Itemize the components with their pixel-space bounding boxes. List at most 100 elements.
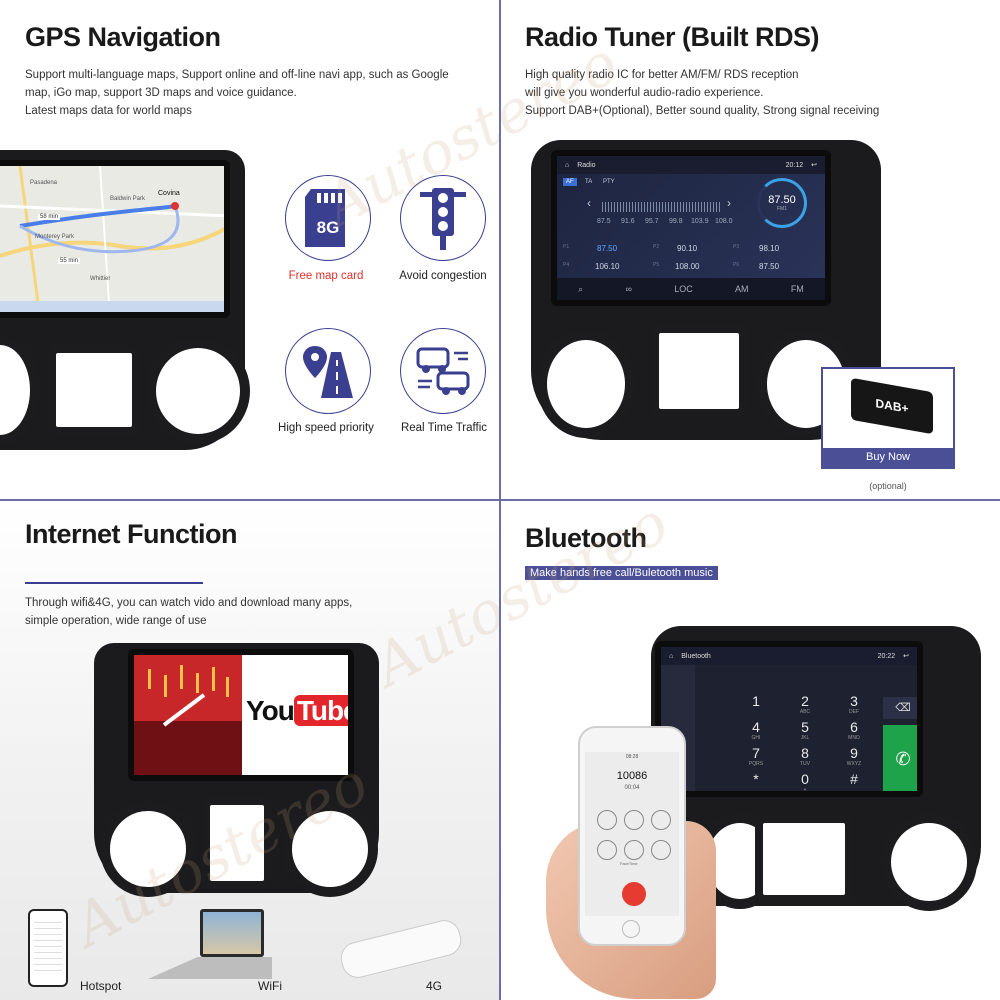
call-timer: 00:04: [624, 785, 640, 791]
scale-tick: 103.9: [691, 218, 709, 225]
tab-ta[interactable]: TA: [585, 179, 593, 185]
preset-freq[interactable]: 98.10: [759, 244, 780, 253]
tab-pty[interactable]: PTY: [603, 179, 615, 185]
add-call-button[interactable]: [597, 840, 617, 860]
gps-description: Support multi-language maps, Support onl…: [25, 66, 449, 120]
loc-button[interactable]: LOC: [674, 284, 693, 294]
preset-id: P6: [733, 262, 740, 268]
preset-freq[interactable]: 90.10: [677, 244, 698, 253]
map-screen[interactable]: Covina 58 min 55 min Pasadena Baldwin Pa…: [0, 160, 230, 318]
key-letters: JKL: [800, 735, 810, 741]
back-icon[interactable]: ↩: [903, 653, 909, 660]
center-console-slot: [755, 815, 853, 903]
phone-clock: 08:28: [625, 754, 639, 760]
buy-now-button[interactable]: Buy Now: [823, 448, 953, 467]
next-station-icon[interactable]: ›: [727, 196, 731, 210]
preset-freq[interactable]: 108.00: [675, 262, 700, 271]
fm-button[interactable]: FM: [790, 284, 804, 294]
preset-freq[interactable]: 87.50: [597, 244, 618, 253]
key-digit: 8: [801, 745, 809, 761]
bluetooth-badge: Make hands free call/Buletooth music: [525, 566, 718, 580]
home-icon[interactable]: ⌂: [565, 161, 570, 169]
feature-free-map-card: 8G: [285, 175, 371, 261]
speaker-button[interactable]: [651, 810, 671, 830]
title-underline: [25, 582, 203, 584]
keypad-key[interactable]: 1: [741, 693, 771, 709]
dab-product-box[interactable]: DAB+ Buy Now: [821, 367, 955, 469]
stereo-icon[interactable]: ∞: [625, 284, 632, 294]
phone-number-display: 10086: [616, 770, 648, 782]
radio-screen[interactable]: ⌂ Radio 20:12 ↩ AF TA PTY ‹ › 87.5 91.6 …: [551, 150, 831, 306]
youtube-you: You: [246, 695, 295, 726]
facetime-button[interactable]: [624, 840, 644, 860]
keypad-key[interactable]: 0+: [790, 771, 820, 791]
cake-video-thumbnail[interactable]: [134, 655, 242, 775]
preset-freq[interactable]: 106.10: [595, 262, 620, 271]
key-digit: 6: [850, 719, 858, 735]
radio-screen-title: Radio: [577, 161, 596, 169]
home-icon[interactable]: ⌂: [669, 652, 674, 660]
backspace-icon: ⌫: [895, 702, 911, 714]
bluetooth-panel: Bluetooth Make hands free call/Buletooth…: [501, 501, 1000, 1000]
bt-screen-title: Bluetooth: [681, 652, 711, 660]
air-vent-right: [881, 813, 977, 911]
radio-desc-line: will give you wonderful audio-radio expe…: [525, 87, 764, 99]
keypad-key[interactable]: #: [839, 771, 869, 787]
call-button[interactable]: ✆: [883, 725, 917, 791]
map-graphic: [0, 166, 224, 312]
end-call-button[interactable]: [622, 882, 646, 906]
scale-tick: 108.0: [715, 218, 733, 225]
dab-device: DAB+: [851, 377, 933, 435]
preset-freq[interactable]: 87.50: [759, 262, 780, 271]
contacts-button[interactable]: [651, 840, 671, 860]
search-icon[interactable]: ⌕: [578, 283, 584, 294]
map-dest-label: Covina: [158, 190, 180, 197]
map-place-label: Pasadena: [30, 180, 58, 186]
sd-card-icon: [305, 189, 345, 247]
highway-icon: [303, 346, 353, 398]
internet-panel: Internet Function Through wifi&4G, you c…: [0, 501, 499, 1000]
map-route2-label: 55 min: [58, 258, 81, 264]
air-vent-right: [146, 338, 250, 444]
home-button[interactable]: [622, 920, 640, 938]
key-digit: 3: [850, 693, 858, 709]
keypad-button[interactable]: [624, 810, 644, 830]
radio-bottom-bar: ⌕ ∞ LOC AM FM: [557, 278, 825, 300]
am-button[interactable]: AM: [735, 284, 749, 294]
bluetooth-title: Bluetooth: [525, 523, 647, 553]
prev-station-icon[interactable]: ‹: [587, 196, 591, 210]
keypad-key[interactable]: *: [741, 771, 771, 787]
feature-high-speed-priority: [285, 328, 371, 414]
laptop: [200, 909, 264, 957]
gps-desc-line: Latest maps data for world maps: [25, 105, 192, 117]
scale-tick: 95.7: [645, 218, 659, 225]
tab-af[interactable]: AF: [563, 178, 577, 186]
gps-panel: GPS Navigation Support multi-language ma…: [0, 0, 499, 499]
youtube-tube: Tube: [293, 695, 348, 726]
key-digit: #: [850, 771, 858, 787]
backspace-button[interactable]: ⌫: [883, 697, 917, 719]
accessory-label-wifi: WiFi: [258, 979, 282, 993]
back-icon[interactable]: ↩: [811, 162, 817, 169]
feature-avoid-congestion: [400, 175, 486, 261]
radio-body: AF TA PTY ‹ › 87.5 91.6 95.7 99.8 103.9 …: [557, 174, 825, 278]
key-letters: MNO: [848, 735, 860, 741]
tuning-scale[interactable]: [602, 202, 720, 212]
map-place-label: Baldwin Park: [110, 196, 146, 202]
key-digit: 5: [801, 719, 809, 735]
mute-button[interactable]: [597, 810, 617, 830]
gps-desc-line: map, iGo map, support 3D maps and voice …: [25, 87, 297, 99]
laptop-screen: [203, 912, 261, 954]
preset-id: P3: [733, 244, 740, 250]
